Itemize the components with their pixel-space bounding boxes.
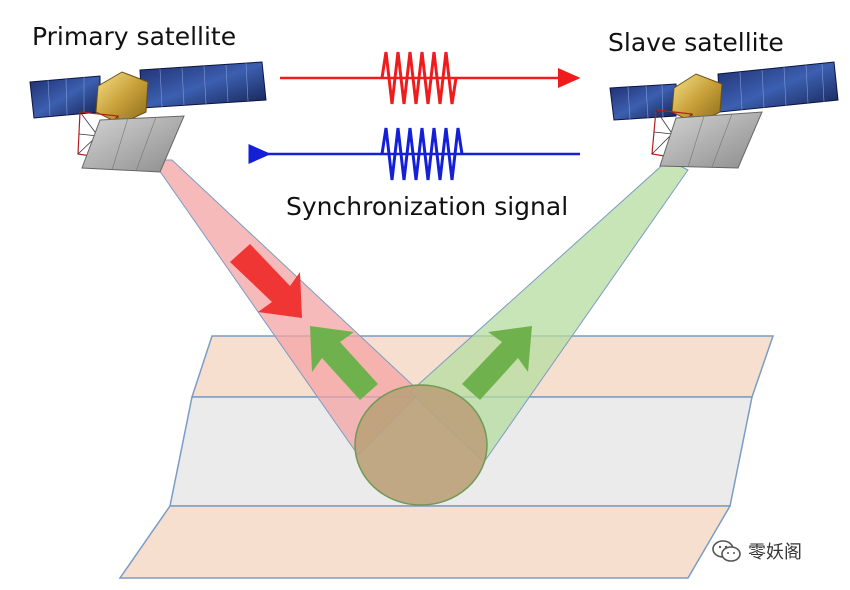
synchronization-signal-label: Synchronization signal: [286, 192, 569, 221]
ground-band-bottom: [118, 505, 732, 579]
echo-arrow-green-right: [462, 326, 532, 400]
wechat-icon: [712, 540, 741, 562]
downlink-arrow-red: [230, 244, 302, 318]
slave-satellite-icon: [609, 61, 839, 169]
echo-arrow-green-left: [310, 326, 378, 400]
primary-satellite-icon: [29, 61, 267, 173]
watermark-text: 零妖阁: [748, 542, 802, 563]
forward-signal-wave: [380, 51, 458, 105]
illuminated-footprint: [354, 384, 488, 506]
return-signal-wave: [380, 127, 464, 181]
watermark: 零妖阁: [712, 538, 802, 564]
primary-satellite-label: Primary satellite: [32, 22, 237, 51]
slave-satellite-label: Slave satellite: [608, 28, 784, 57]
